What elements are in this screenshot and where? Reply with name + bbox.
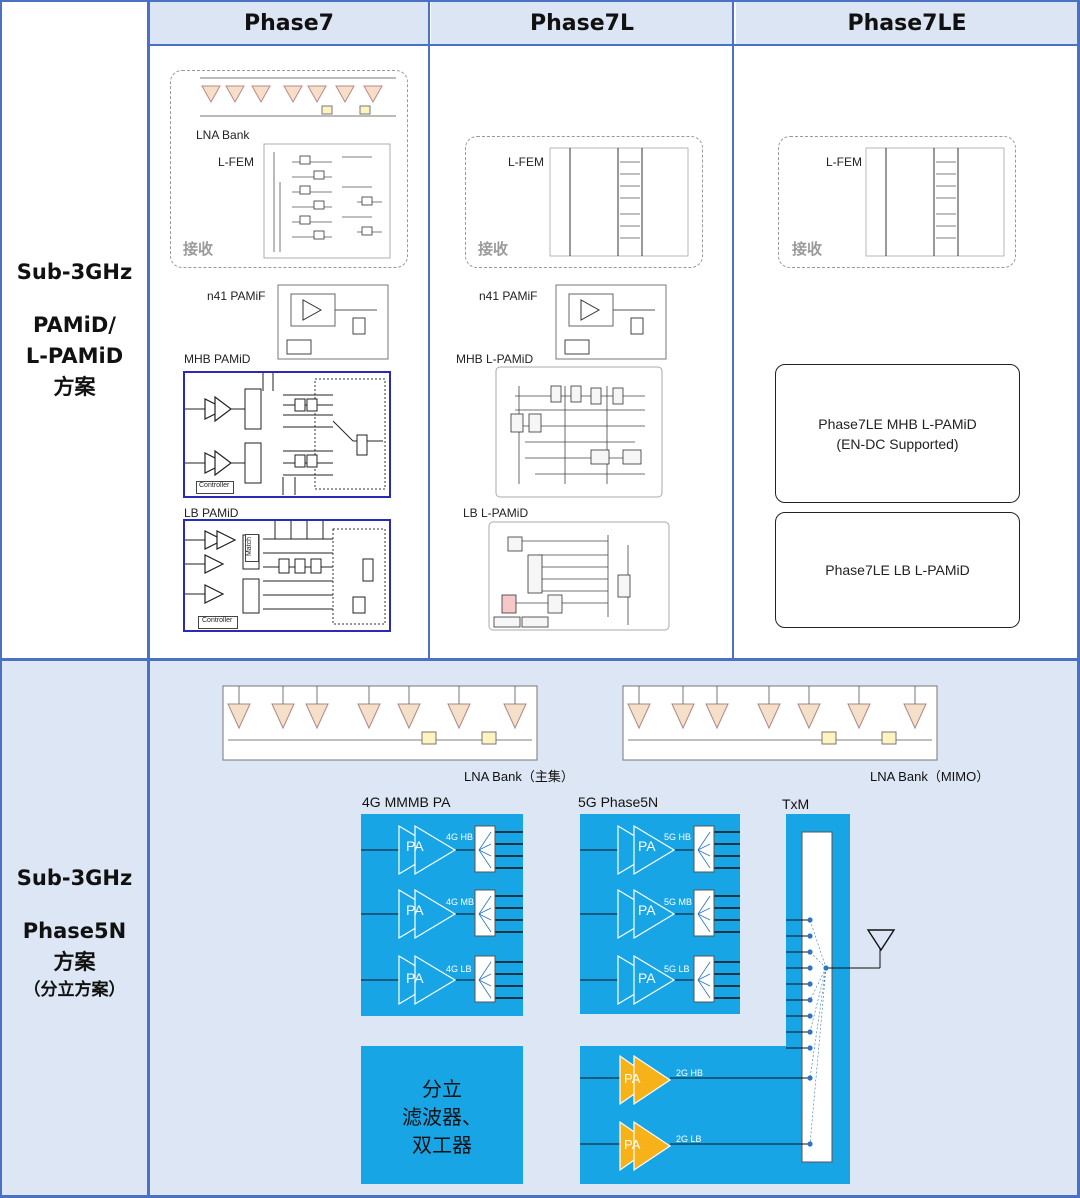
lb-pamid-label: LB PAMiD (184, 506, 239, 520)
pa-label: PA (624, 1137, 641, 1152)
txm-drawing (580, 831, 896, 1172)
band-label: 4G MB (446, 897, 475, 907)
lna-bank-main-label: LNA Bank（主集） (464, 769, 574, 784)
lna-bank-main-schematic (222, 685, 538, 761)
pa-label: PA (624, 1071, 641, 1086)
grid-line (147, 0, 150, 1198)
row-label-line: （分立方案） (23, 979, 126, 1000)
rx-label: 接收 (478, 241, 509, 258)
n41-pamif-schematic (555, 284, 667, 360)
row-label-line: Phase5N (22, 918, 127, 943)
pa-label: PA (638, 838, 656, 854)
rx-label: 接收 (792, 241, 823, 258)
lb-pamid-schematic (183, 519, 391, 632)
phase7le-mhb-lpamid-box: Phase7LE MHB L-PAMiD (EN-DC Supported) (775, 364, 1020, 503)
lna-bank-schematic (200, 77, 396, 117)
header-phase7l: Phase7L (431, 2, 733, 44)
controller-box: Controller (196, 481, 234, 494)
controller-box: Controller (198, 616, 238, 629)
band-label: 5G MB (664, 897, 693, 907)
n41-pamif-label: n41 PAMiF (207, 289, 266, 303)
grid-line (0, 0, 2, 1198)
band-label: 2G LB (676, 1134, 702, 1144)
lb-lpamid-title: Phase7LE LB L-PAMiD (825, 562, 970, 578)
lb-lpamid-schematic (488, 521, 670, 631)
lna-bank-mimo-schematic (622, 685, 938, 761)
mhb-lpamid-label: MHB L-PAMiD (456, 352, 534, 366)
grid-line (150, 44, 1080, 46)
rx-label: 接收 (183, 241, 214, 258)
pa-label: PA (406, 970, 424, 986)
match-box: Match (245, 534, 259, 562)
band-label: 5G HB (664, 832, 692, 842)
row-label-line: L-PAMiD (25, 344, 124, 368)
lfem-label: L-FEM (508, 155, 544, 169)
discrete-filter-block (361, 1046, 523, 1184)
lna-bank-mimo-label: LNA Bank（MIMO） (870, 769, 990, 784)
band-label: 2G HB (676, 1068, 704, 1078)
lfem-schematic (263, 143, 391, 259)
grid-line (428, 0, 430, 660)
phase7le-lb-lpamid-box: Phase7LE LB L-PAMiD (775, 512, 1020, 628)
match-label: Match (246, 536, 254, 557)
grid-line (0, 1195, 1080, 1198)
band-label: 5G LB (664, 964, 690, 974)
row-label-bottom: Sub-3GHz Phase5N 方案 （分立方案） (2, 842, 147, 1022)
grid-line (0, 0, 1080, 2)
pa4g-drawing (361, 824, 523, 1006)
mhb-lpamid-subtitle: (EN-DC Supported) (836, 435, 959, 452)
row-label-line: Sub-3GHz (16, 260, 133, 284)
lfem-label: L-FEM (218, 155, 254, 169)
grid-line (1077, 0, 1080, 1198)
mhb-pamid-label: MHB PAMiD (184, 352, 251, 366)
pa-label: PA (638, 970, 656, 986)
row-label-line: 方案 (53, 375, 96, 399)
filter-line: 滤波器、 (402, 1107, 482, 1129)
filter-line: 双工器 (412, 1135, 472, 1157)
pa5g-title: 5G Phase5N (578, 794, 659, 810)
filter-line: 分立 (422, 1079, 462, 1101)
n41-pamif-schematic (277, 284, 389, 360)
band-label: 4G HB (446, 832, 474, 842)
grid-line (732, 0, 734, 660)
mhb-lpamid-schematic (495, 366, 663, 498)
lfem-schematic (549, 147, 689, 257)
lna-bank-label: LNA Bank (196, 128, 250, 142)
txm-title: TxM (782, 796, 810, 812)
mhb-pamid-schematic (183, 371, 391, 498)
controller-label: Controller (199, 482, 230, 489)
mhb-lpamid-title: Phase7LE MHB L-PAMiD (818, 415, 977, 432)
pa-label: PA (638, 902, 656, 918)
controller-label: Controller (202, 617, 233, 624)
n41-pamif-label: n41 PAMiF (479, 289, 538, 303)
band-label: 4G LB (446, 964, 472, 974)
header-phase7le: Phase7LE (736, 2, 1078, 44)
pa4g-title: 4G MMMB PA (362, 794, 451, 810)
pa-label: PA (406, 838, 424, 854)
header-phase7: Phase7 (150, 2, 428, 44)
discrete-filter-text: 分立 滤波器、 双工器 (361, 1076, 523, 1160)
lb-lpamid-label: LB L-PAMiD (463, 506, 529, 520)
row-label-top: Sub-3GHz PAMiD/ L-PAMiD 方案 (2, 240, 147, 420)
lfem-label: L-FEM (826, 155, 862, 169)
row-label-line: PAMiD/ (33, 313, 116, 337)
grid-line (0, 658, 1080, 661)
pa5g-drawing (580, 824, 740, 1006)
row-label-line: Sub-3GHz (16, 865, 133, 890)
top-left-label-cell (0, 0, 148, 660)
row-label-line: 方案 (53, 949, 96, 974)
pa-label: PA (406, 902, 424, 918)
lfem-schematic (865, 147, 1005, 257)
